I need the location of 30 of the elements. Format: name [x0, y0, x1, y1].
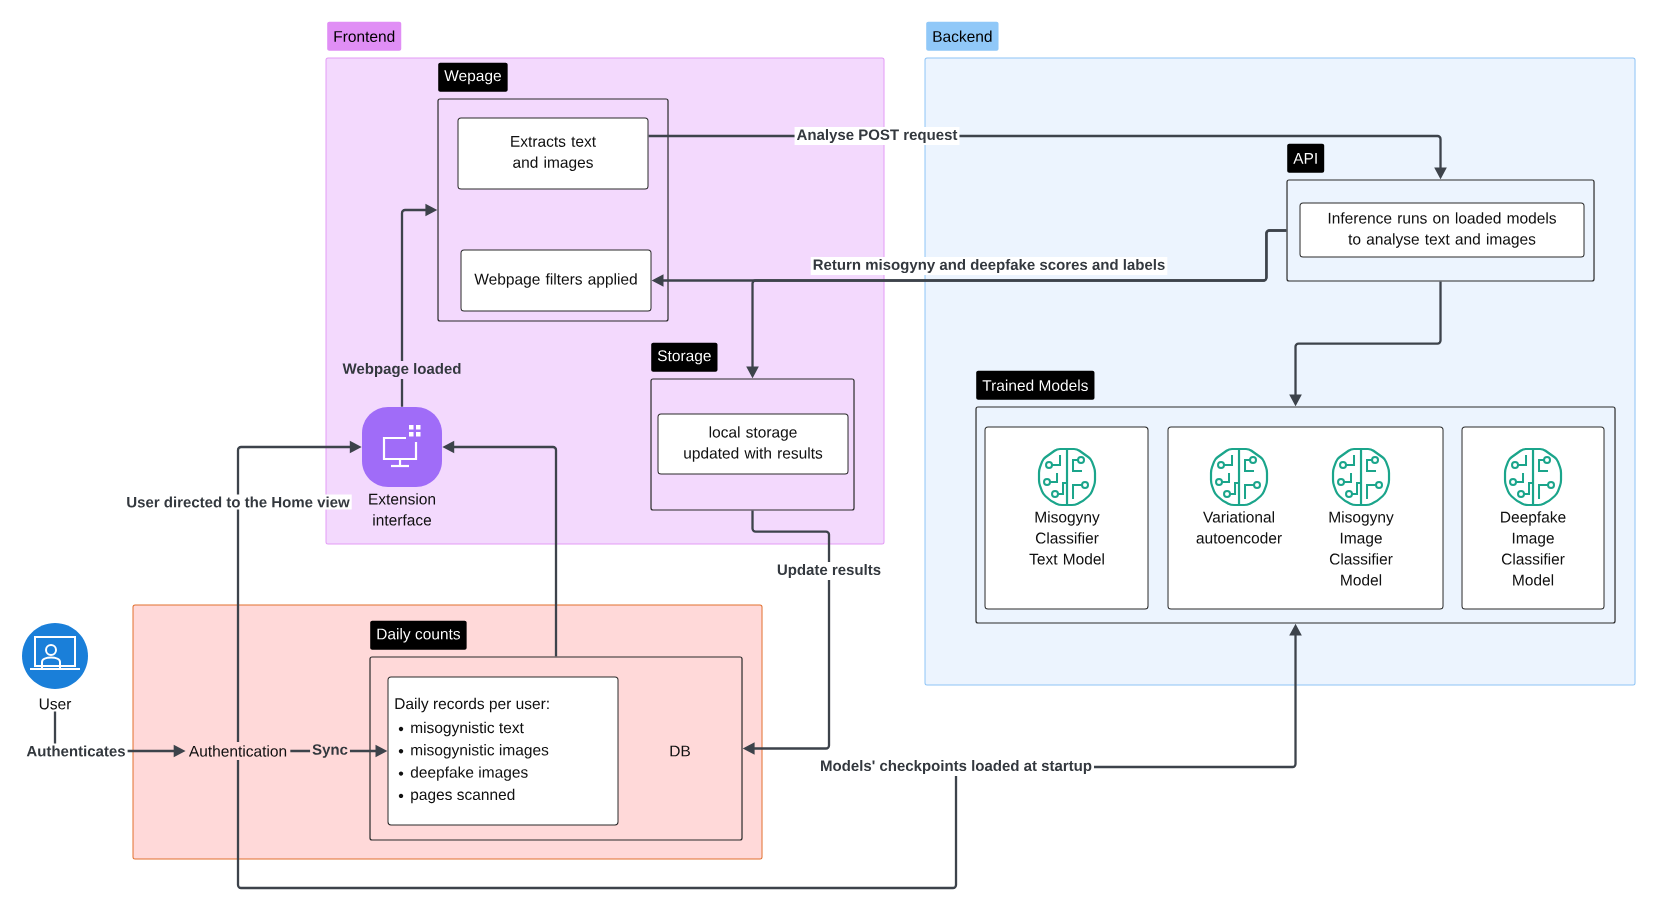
header-tag: Wepage	[438, 62, 508, 92]
process-box: Inference runs on loaded models to analyse text and images	[1299, 202, 1585, 258]
header-tag: Daily counts	[370, 620, 467, 650]
edge-label: User directed to the Home view	[124, 494, 352, 510]
node-label: Authentication	[188, 745, 287, 757]
list-heading: Daily records per user:	[395, 697, 549, 713]
process-box: Webpage filters applied	[460, 249, 652, 312]
text-label: DB	[670, 745, 690, 757]
edge-label: Update results	[774, 562, 884, 580]
header-tag: Trained Models	[976, 370, 1095, 400]
list-item: pages scanned	[411, 788, 515, 804]
header-tag: API	[1287, 143, 1325, 173]
icon-caption: Variational autoencoder	[1196, 511, 1282, 544]
edge-label: Models' checkpoints loaded at startup	[818, 758, 1094, 776]
edge-label: Authenticates	[24, 743, 128, 759]
process-box: Extracts text and images	[457, 117, 649, 190]
icon-caption: Extension interface	[369, 493, 435, 526]
header-tag: Storage	[651, 342, 718, 372]
header-tag: Backend	[926, 21, 999, 51]
model-card: Deepfake Image Classifier Model	[1461, 426, 1605, 610]
icon-caption: Misogyny Image Classifier Model	[1329, 511, 1394, 586]
edge-label: Sync	[310, 742, 350, 760]
model-card: Misogyny Classifier Text Model	[984, 426, 1149, 610]
list-item: deepfake images	[410, 766, 528, 781]
icon-caption: User	[39, 698, 72, 710]
list-item: misogynistic text	[411, 721, 524, 737]
header-tag: Frontend	[327, 21, 402, 51]
process-box: local storage updated with results	[657, 413, 849, 475]
edge-label: Analyse POST request	[794, 127, 960, 145]
list-item: misogynistic images	[411, 744, 549, 759]
